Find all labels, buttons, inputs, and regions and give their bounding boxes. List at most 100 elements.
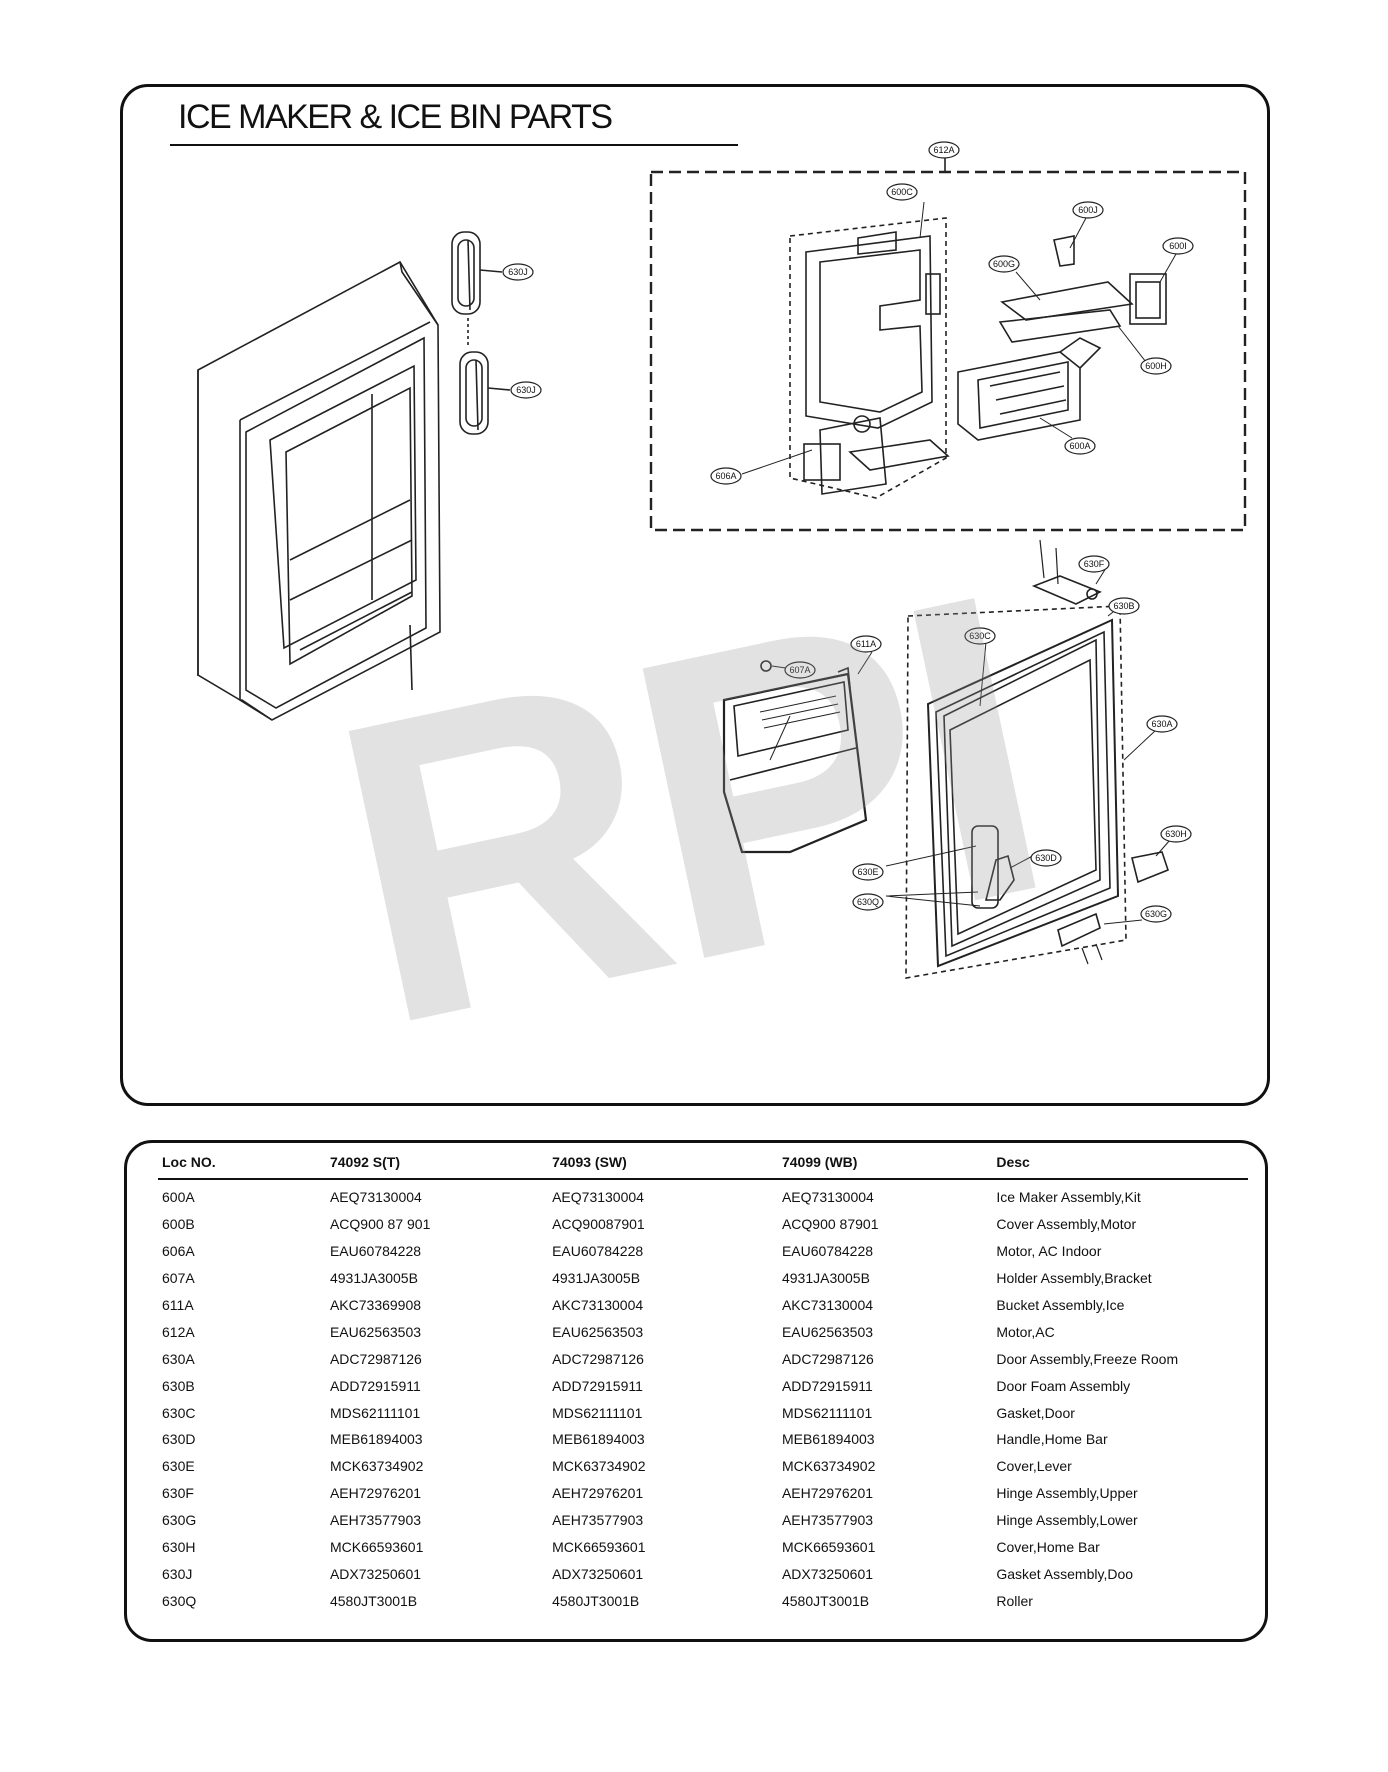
ice-maker-housing-drawing [789, 217, 950, 499]
callout-630j-bottom: 630J [516, 385, 536, 395]
table-cell: Handle,Home Bar [996, 1431, 1108, 1448]
table-cell: 607A [162, 1270, 195, 1287]
callout-607a: 607A [789, 665, 810, 675]
table-cell: Motor, AC Indoor [996, 1243, 1102, 1260]
table-cell: 630B [162, 1377, 195, 1394]
callout-600a: 600A [1069, 441, 1090, 451]
table-cell: ADX73250601 [329, 1565, 422, 1582]
gasket-630j-top-drawing [451, 231, 481, 315]
callout-630d: 630D [1035, 853, 1057, 863]
table-cell: EAU62563503 [552, 1323, 644, 1340]
table-cell: MEB61894003 [781, 1431, 875, 1448]
hinge-lower-630g-drawing [1057, 912, 1101, 948]
motor-606a-drawing [803, 443, 841, 481]
table-cell: 612A [162, 1323, 195, 1340]
callout-630b: 630B [1113, 601, 1134, 611]
table-cell: AEH72976201 [552, 1485, 644, 1502]
header-loc-no: Loc NO. [158, 1152, 326, 1180]
table-cell: AEH73577903 [329, 1512, 422, 1529]
table-cell: MCK63734902 [329, 1458, 424, 1475]
table-cell: EAU60784228 [552, 1243, 644, 1260]
gasket-630j-bottom-drawing [459, 351, 489, 435]
table-cell: 630D [162, 1431, 196, 1448]
callout-630q: 630Q [857, 897, 879, 907]
table-cell: Gasket,Door [996, 1404, 1075, 1421]
table-cell: ADD72915911 [781, 1377, 873, 1394]
table-cell: AEQ73130004 [329, 1189, 422, 1206]
table-cell: ADC72987126 [781, 1350, 874, 1367]
callout-630g: 630G [1145, 909, 1167, 919]
table-cell: 630E [162, 1458, 195, 1475]
table-cell: 630H [162, 1539, 196, 1556]
ice-maker-600a-drawing [957, 337, 1102, 441]
table-cell: EAU62563503 [781, 1323, 874, 1340]
table-cell: AEQ73130004 [781, 1189, 874, 1206]
bracket-600j-drawing [1053, 235, 1075, 267]
table-cell: 630Q [162, 1592, 197, 1609]
table-cell: 630A [162, 1350, 195, 1367]
callout-611a: 611A [856, 639, 876, 649]
callout-612a: 612A [933, 145, 954, 155]
table-cell: 630F [162, 1485, 194, 1502]
table-cell: Motor,AC [996, 1323, 1055, 1340]
header-desc: Desc [992, 1152, 1248, 1180]
table-cell: 4580JT3001B [329, 1592, 418, 1609]
table-cell: ADC72987126 [552, 1350, 644, 1367]
table-cell: 630G [162, 1512, 197, 1529]
table-cell: ADD72915911 [329, 1377, 421, 1394]
callout-630a: 630A [1151, 719, 1172, 729]
table-cell: MEB61894003 [552, 1431, 645, 1448]
table-cell: 630C [162, 1404, 196, 1421]
cover-600g-drawing [1000, 281, 1134, 321]
table-header-row: Loc NO. 74092 S(T) 74093 (SW) 74099 (WB)… [158, 1152, 1248, 1180]
table-cell: 4931JA3005B [781, 1270, 870, 1287]
table-cell: MCK63734902 [781, 1458, 876, 1475]
table-cell: Roller [996, 1592, 1033, 1609]
table-row: 612A EAU62563503 EAU62563503 EAU62563503 Mot… [158, 1318, 1248, 1345]
table-row: 630A ADC72987126 ADC72987126 ADC72987126 Doo… [158, 1345, 1248, 1372]
table-cell: ACQ90087901 [552, 1216, 645, 1233]
table-cell: Gasket Assembly,Doo [996, 1565, 1134, 1582]
callout-630h: 630H [1165, 829, 1187, 839]
home-bar-cover-630h-drawing [1131, 851, 1169, 884]
hinge-upper-630f-drawing [1031, 575, 1102, 605]
table-cell: ADX73250601 [552, 1565, 644, 1582]
callout-630e: 630E [857, 867, 878, 877]
table-cell: 630J [162, 1565, 193, 1582]
callout-630c: 630C [969, 631, 991, 641]
table-cell: MCK66593601 [329, 1539, 424, 1556]
table-cell: 606A [162, 1243, 195, 1260]
table-cell: MDS62111101 [552, 1404, 643, 1421]
header-74093: 74093 (SW) [548, 1152, 778, 1180]
table-cell: AKC73369908 [329, 1297, 422, 1313]
table-cell: 4931JA3005B [329, 1270, 418, 1287]
table-cell: EAU62563503 [329, 1323, 422, 1340]
page-title: ICE MAKER & ICE BIN PARTS [178, 98, 613, 136]
diagram-panel [120, 84, 1270, 1106]
refrigerator-door-drawing [197, 260, 441, 721]
callout-600h: 600H [1145, 361, 1167, 371]
table-cell: ACQ900 87901 [781, 1216, 879, 1233]
table-cell: EAU60784228 [781, 1243, 874, 1260]
table-cell: MDS62111101 [781, 1404, 873, 1421]
table-cell: Door Assembly,Freeze Room [996, 1350, 1179, 1367]
table-cell: AEH73577903 [781, 1512, 874, 1529]
callout-630j-top: 630J [508, 267, 528, 277]
ice-bin-door-drawing [905, 605, 1127, 979]
table-cell: ADC72987126 [329, 1350, 422, 1367]
table-cell: 600B [162, 1216, 195, 1233]
panel-600i-drawing [1129, 273, 1167, 325]
table-cell: EAU60784228 [329, 1243, 422, 1260]
table-cell: AEQ73130004 [552, 1189, 644, 1206]
ice-bucket-611a-drawing [722, 666, 868, 854]
table-cell: Cover,Lever [996, 1458, 1072, 1475]
